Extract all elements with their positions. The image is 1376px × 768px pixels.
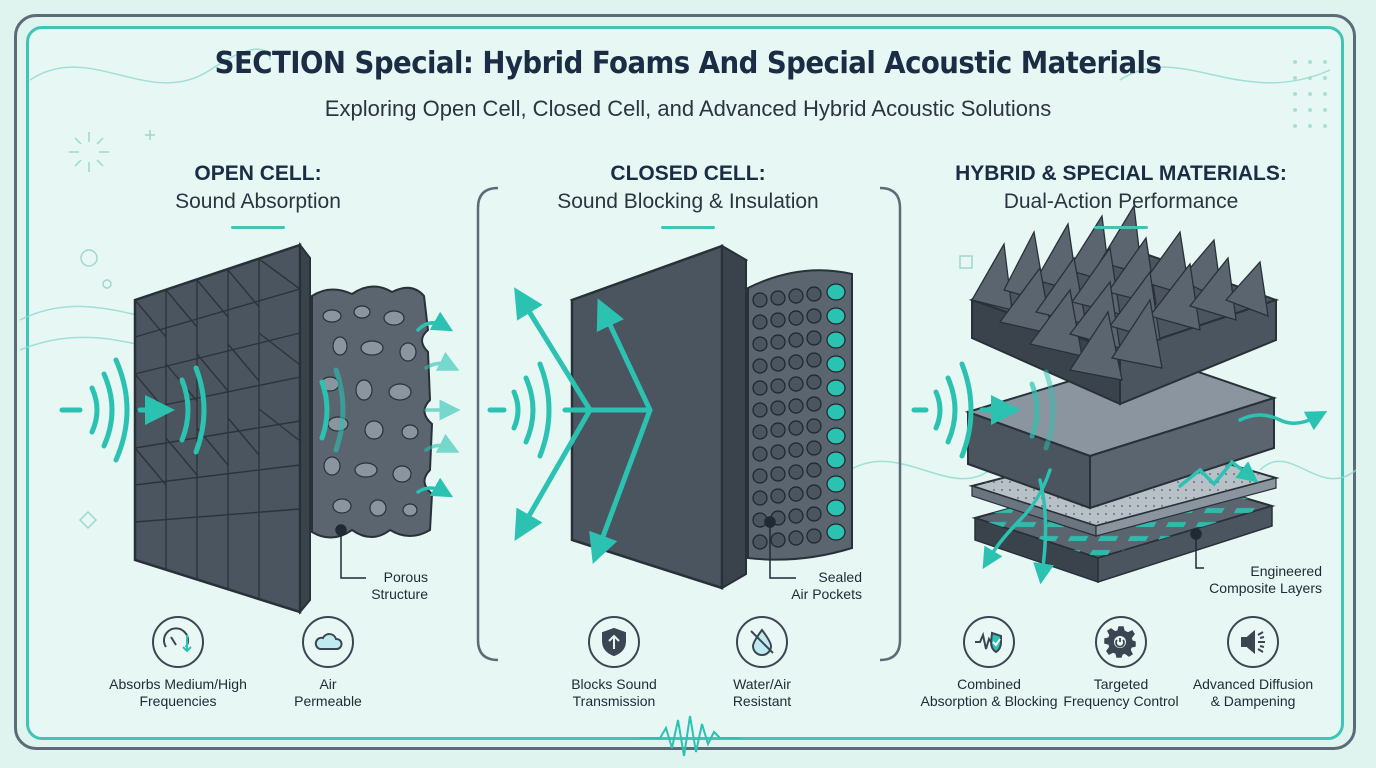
hybrid-callout: Engineered Composite Layers bbox=[1209, 563, 1322, 596]
open-cell-foam-panel bbox=[133, 242, 311, 615]
hybrid-heading: HYBRID & SPECIAL MATERIALS: bbox=[955, 162, 1287, 185]
closed-cell-sealed-layer bbox=[747, 269, 853, 561]
dot-grid bbox=[1293, 60, 1327, 128]
hybrid-underline bbox=[1094, 226, 1148, 229]
open-cell-exit-arrows bbox=[416, 311, 461, 498]
feature-label: Water/Air Resistant bbox=[732, 676, 792, 709]
feature-label: Absorbs Medium/High Frequencies bbox=[109, 676, 247, 709]
open-cell-heading-block: OPEN CELL: Sound Absorption bbox=[38, 160, 478, 229]
closed-cell-heading: CLOSED CELL: bbox=[610, 162, 766, 185]
closed-cell-barrier-panel bbox=[569, 244, 749, 590]
open-cell-sound-waves bbox=[59, 357, 346, 463]
feature-absorbs-frequencies: Absorbs Medium/High Frequencies bbox=[78, 616, 278, 710]
feature-label: Combined Absorption & Blocking bbox=[920, 676, 1058, 709]
closed-cell-sound-waves bbox=[487, 361, 552, 459]
closed-cell-reflection-arrows bbox=[514, 287, 653, 565]
open-cell-porous-layer bbox=[311, 285, 434, 539]
feature-blocks-sound: Blocks Sound Transmission bbox=[514, 616, 714, 710]
closed-cell-callout: Sealed Air Pockets bbox=[791, 569, 862, 602]
sparkle-icon bbox=[69, 132, 109, 172]
feature-combined-absorption: Combined Absorption & Blocking bbox=[889, 616, 1089, 710]
closed-cell-bracket bbox=[476, 186, 902, 662]
feature-label: Blocks Sound Transmission bbox=[571, 676, 657, 709]
feature-label: Air Permeable bbox=[294, 676, 362, 709]
open-cell-subheading: Sound Absorption bbox=[175, 190, 341, 213]
open-cell-callout: Porous Structure bbox=[371, 569, 428, 602]
bottom-pulse-waveform bbox=[639, 715, 741, 757]
feature-label: Targeted Frequency Control bbox=[1063, 676, 1179, 709]
hybrid-composite-stack bbox=[964, 204, 1280, 584]
open-cell-callout-line bbox=[335, 524, 366, 579]
feature-air-permeable: Air Permeable bbox=[228, 616, 428, 710]
feature-water-air-resistant: Water/Air Resistant bbox=[662, 616, 862, 710]
closed-cell-callout-line bbox=[764, 516, 796, 579]
hybrid-callout-line bbox=[1190, 528, 1204, 569]
feature-advanced-diffusion: Advanced Diffusion & Dampening bbox=[1153, 616, 1353, 710]
gear-power-icon bbox=[1095, 616, 1147, 668]
open-cell-heading: OPEN CELL: bbox=[194, 162, 322, 185]
hybrid-dampened-arrows bbox=[982, 410, 1328, 585]
closed-cell-heading-block: CLOSED CELL: Sound Blocking & Insulation bbox=[468, 160, 908, 229]
closed-cell-subheading: Sound Blocking & Insulation bbox=[557, 190, 819, 213]
speedometer-down-icon bbox=[152, 616, 204, 668]
page-title: SECTION Special: Hybrid Foams And Specia… bbox=[214, 46, 1162, 81]
speaker-waves-icon bbox=[1227, 616, 1279, 668]
hybrid-heading-block: HYBRID & SPECIAL MATERIALS: Dual-Action … bbox=[901, 160, 1341, 229]
waveform-check-icon bbox=[963, 616, 1015, 668]
hybrid-sound-waves bbox=[911, 361, 1056, 459]
hybrid-subheading: Dual-Action Performance bbox=[1003, 190, 1239, 213]
feature-label: Advanced Diffusion & Dampening bbox=[1192, 676, 1314, 709]
closed-cell-underline bbox=[661, 226, 715, 229]
cloud-icon bbox=[302, 616, 354, 668]
shield-arrow-icon bbox=[588, 616, 640, 668]
water-drop-crossed-icon bbox=[736, 616, 788, 668]
page-subtitle: Exploring Open Cell, Closed Cell, and Ad… bbox=[324, 96, 1052, 121]
feature-targeted-frequency: Targeted Frequency Control bbox=[1021, 616, 1221, 710]
open-cell-underline bbox=[231, 226, 285, 229]
